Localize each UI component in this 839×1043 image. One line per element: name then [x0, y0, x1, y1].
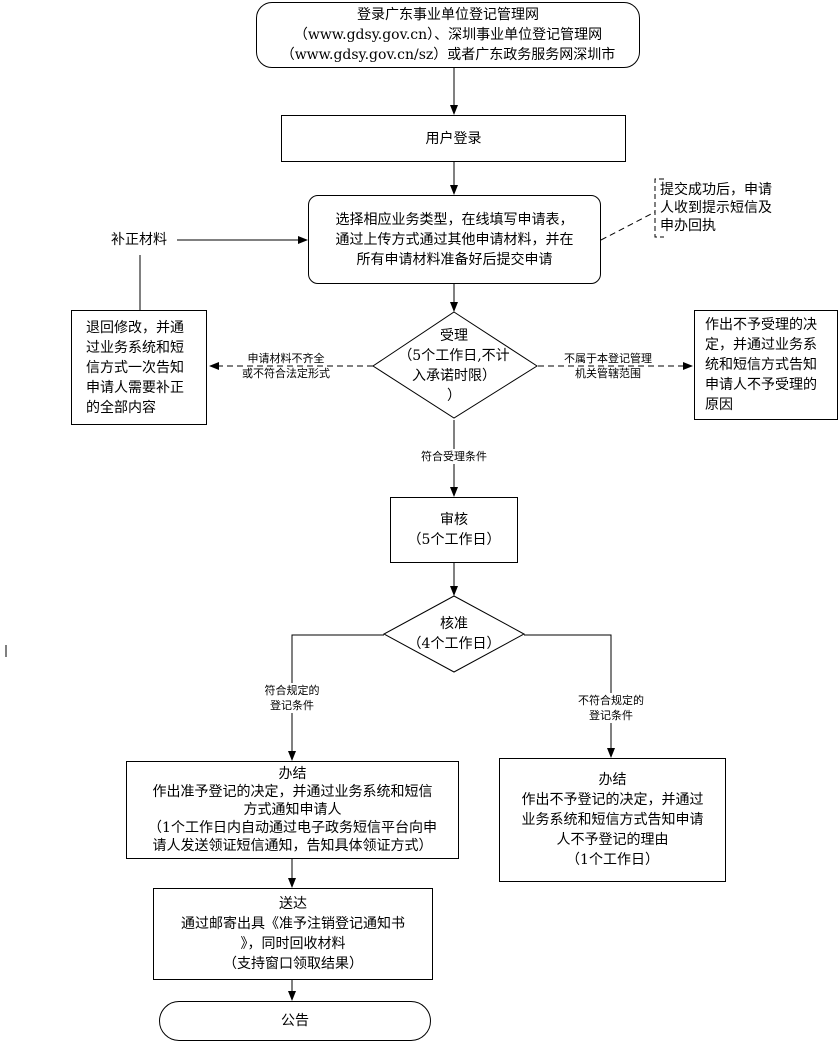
- start-terminal: 登录广东事业单位登记管理网 （www.gdsy.gov.cn）、深圳事业单位登记…: [256, 2, 640, 68]
- announce-terminal: 公告: [159, 1001, 431, 1041]
- approve-title: 核准: [440, 616, 468, 632]
- done-no-line-4: 人不予登记的理由: [556, 832, 669, 848]
- deliver-title: 送达: [279, 896, 307, 912]
- start-line-2: （www.gdsy.gov.cn）、深圳事业单位登记管理网: [293, 27, 603, 43]
- approve-days: （4个工作日）: [407, 636, 501, 652]
- done-ok-line-3: 方式通知申请人: [243, 802, 342, 818]
- fill-line-1: 选择相应业务类型，在线填写申请表，: [335, 211, 574, 228]
- label-meets-rules-line-1: 符合规定的: [264, 684, 320, 697]
- return-line-3: 信方式一次告知: [86, 359, 184, 376]
- deliver-line-3: 》，同时回收材料: [240, 936, 346, 952]
- accept-line-4: ）: [447, 388, 461, 404]
- done-no-line-2: 作出不予登记的决定，并通过: [521, 792, 704, 808]
- label-incomplete-line-2: 或不符合法定形式: [242, 367, 330, 380]
- start-line-1: 登录广东事业单位登记管理网: [357, 7, 539, 23]
- note-line-3: 申办回执: [660, 218, 716, 234]
- label-meets-accept-line-1: 符合受理条件: [421, 450, 487, 463]
- note-bracket-left: [654, 178, 664, 238]
- label-meets-accept: 符合受理条件: [395, 449, 513, 464]
- return-line-1: 退回修改，并通: [86, 319, 184, 336]
- done-approved-box: 办结 作出准予登记的决定，并通过业务系统和短信 方式通知申请人 （1个工作日内自…: [126, 761, 459, 859]
- accept-title: 受理: [440, 328, 468, 344]
- supplement-label: 补正材料: [100, 229, 178, 251]
- reject-accept-line-2: 定，并通过业务系: [705, 337, 817, 353]
- deliver-box: 送达 通过邮寄出具《准予注销登记通知书 》，同时回收材料 （支持窗口领取结果）: [153, 888, 433, 980]
- done-no-line-3: 业务系统和短信方式告知申请: [521, 812, 704, 828]
- start-line-3: （www.gdsy.gov.cn/sz）或者广东政务服务网深圳市: [280, 47, 616, 63]
- fill-application-box: 选择相应业务类型，在线填写申请表， 通过上传方式通过其他申请材料，并在 所有申请…: [308, 195, 601, 284]
- return-line-5: 的全部内容: [86, 399, 156, 416]
- accept-diamond-text: 受理 （5个工作日,不计 入承诺时限） ）: [384, 322, 524, 410]
- done-ok-line-5: 请人发送领证短信通知，告知具体领证方式）: [152, 838, 433, 854]
- arrow-approve-to-done-ok: [288, 634, 384, 761]
- diamond-accept: [372, 311, 538, 419]
- review-box: 审核 （5个工作日）: [390, 497, 518, 563]
- label-incomplete: 申请材料不齐全 或不符合法定形式: [226, 351, 346, 381]
- return-modify-box: 退回修改，并通 过业务系统和短 信方式一次告知 申请人需要补正 的全部内容: [71, 310, 207, 425]
- label-outside-scope-line-2: 机关管辖范围: [575, 367, 641, 380]
- reject-accept-box: 作出不予受理的决 定，并通过业务系 统和短信方式告知 申请人不予受理的 原因: [694, 310, 838, 420]
- label-not-meets-rules: 不符合规定的 登记条件: [550, 693, 672, 723]
- login-text: 用户登录: [425, 130, 482, 147]
- label-meets-rules-line-2: 登记条件: [270, 699, 314, 712]
- reject-accept-line-4: 申请人不予受理的: [705, 377, 817, 393]
- done-no-title: 办结: [598, 772, 627, 788]
- reject-accept-line-5: 原因: [705, 397, 733, 413]
- label-not-meets-rules-line-1: 不符合规定的: [578, 694, 644, 707]
- accept-line-3: 入承诺时限）: [412, 368, 496, 384]
- dashed-note-connector: [600, 211, 656, 241]
- return-line-2: 过业务系统和短: [86, 339, 184, 356]
- label-outside-scope: 不属于本登记管理 机关管辖范围: [548, 351, 668, 381]
- reject-accept-line-3: 统和短信方式告知: [705, 357, 817, 373]
- label-meets-rules: 符合规定的 登记条件: [232, 683, 352, 713]
- deliver-line-2: 通过邮寄出具《准予注销登记通知书: [181, 916, 405, 932]
- done-ok-title: 办结: [278, 766, 307, 782]
- login-box: 用户登录: [281, 115, 626, 162]
- diamond-approve: [382, 595, 526, 673]
- label-incomplete-line-1: 申请材料不齐全: [247, 352, 325, 365]
- accept-line-2: （5个工作日,不计: [398, 348, 510, 364]
- note-line-1: 提交成功后，申请: [660, 182, 772, 198]
- return-line-4: 申请人需要补正: [86, 379, 184, 396]
- review-title: 审核: [440, 512, 468, 528]
- review-days: （5个工作日）: [407, 532, 501, 548]
- done-rejected-box: 办结 作出不予登记的决定，并通过 业务系统和短信方式告知申请 人不予登记的理由 …: [499, 758, 726, 882]
- submission-note: 提交成功后，申请 人收到提示短信及 申办回执: [660, 180, 800, 236]
- fill-line-3: 所有申请材料准备好后提交申请: [356, 251, 553, 268]
- done-ok-line-4: （1个工作日内自动通过电子政务短信平台向申: [148, 820, 437, 836]
- done-ok-line-2: 作出准予登记的决定，并通过业务系统和短信: [152, 784, 433, 800]
- fill-line-2: 通过上传方式通过其他申请材料，并在: [335, 231, 574, 248]
- deliver-line-4: （支持窗口领取结果）: [223, 956, 363, 972]
- announce-text: 公告: [281, 1013, 309, 1029]
- supplement-text: 补正材料: [111, 232, 167, 248]
- approve-diamond-text: 核准 （4个工作日）: [394, 612, 514, 656]
- done-no-line-5: （1个工作日）: [566, 852, 659, 868]
- note-line-2: 人收到提示短信及: [660, 200, 772, 216]
- reject-accept-line-1: 作出不予受理的决: [705, 317, 817, 333]
- label-not-meets-rules-line-2: 登记条件: [589, 709, 633, 722]
- label-outside-scope-line-1: 不属于本登记管理: [564, 352, 652, 365]
